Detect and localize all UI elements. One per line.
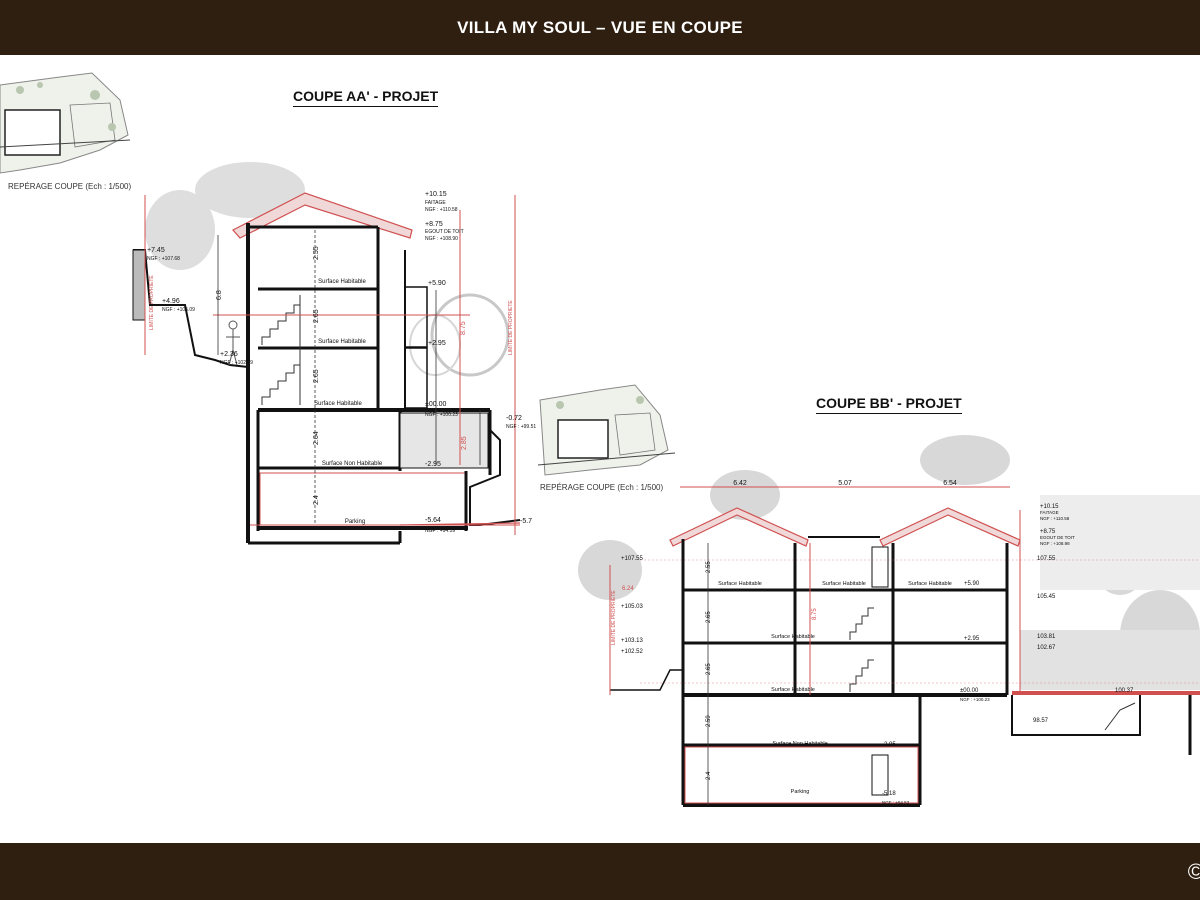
aa-level-000-ngf: NGF : +100.23 (425, 412, 458, 418)
bb-left-10313: +103.13 (621, 638, 644, 644)
bb-dim-255: 2.55 (706, 561, 712, 573)
architectural-drawing: COUPE AA' - PROJET COUPE BB' - PROJET RE… (0, 55, 1200, 843)
aa-limit-right: LIMITE DE PROPRIETE (508, 300, 514, 355)
aa-room-nonhab: Surface Non Habitable (322, 461, 383, 467)
aa-dim-875: 8.75 (460, 321, 467, 335)
bb-dim-624: 6.24 (622, 586, 634, 592)
footer-bar: © (0, 843, 1200, 900)
site-plan-aa (0, 72, 131, 174)
aa-dim-285: 2.85 (461, 436, 468, 450)
aa-left-level-745: +7.45 (147, 247, 165, 254)
aa-level-ridge-sub: FAITAGE (425, 200, 446, 206)
bb-level-000-ngf: NGF : +100.23 (960, 697, 990, 702)
aa-dim-24: 2.4 (313, 495, 320, 505)
bb-level-590: +5.90 (964, 581, 980, 587)
section-aa-stairs (261, 295, 301, 405)
bb-right-10755: 107.55 (1037, 556, 1056, 562)
bb-room-hab-center-3: Surface Habitable (822, 581, 866, 587)
bb-room-hab-left: Surface Habitable (718, 581, 762, 587)
bb-dim-259: 2.59 (706, 715, 712, 727)
bb-dim-875: 8.75 (812, 608, 818, 620)
aa-room-hab-3: Surface Habitable (318, 279, 366, 285)
bb-room-parking: Parking (791, 789, 810, 795)
bb-level-ridge: +10.15 (1040, 504, 1059, 510)
aa-dim-265b: 2.65 (313, 369, 320, 383)
bb-limit-left: LIMITE DE PROPRIETE (611, 590, 617, 645)
bb-dim-24: 2.4 (706, 771, 712, 780)
aa-room-parking: Parking (345, 519, 365, 525)
bb-top-dim-a: 6.42 (733, 480, 747, 487)
bb-level-ridge-sub: FAITAGE (1040, 510, 1059, 515)
section-aa: +10.15 FAITAGE NGF : +110.58 +8.75 EGOUT… (132, 162, 536, 545)
aa-level-ridge: +10.15 (425, 191, 447, 198)
page-title: VILLA MY SOUL – VUE EN COUPE (457, 18, 743, 37)
bb-level-eave: +8.75 (1040, 529, 1056, 535)
bb-level-eave-sub: EGOUT DE TOIT (1040, 535, 1075, 540)
aa-right-level-072: -0.72 (506, 415, 522, 422)
human-scale-figure (226, 320, 240, 366)
header-bar: VILLA MY SOUL – VUE EN COUPE (0, 0, 1200, 55)
bb-pool-bottom: 98.57 (1033, 718, 1049, 724)
footer-corner-glyph: © (1187, 859, 1200, 884)
bb-top-dim-c: 6.54 (943, 480, 957, 487)
bb-room-hab-center-1: Surface Habitable (771, 687, 815, 693)
section-bb-locator-label: REPÉRAGE COUPE (Ech : 1/500) (540, 483, 664, 492)
aa-level-eave: +8.75 (425, 221, 443, 228)
bb-left-10252: +102.52 (621, 649, 644, 655)
bb-level-000: ±00.00 (960, 688, 979, 694)
bb-level-295: +2.95 (964, 636, 980, 642)
aa-level-m295: -2.95 (425, 461, 441, 468)
aa-limit-left: LIMITE DE PROPRIETE (149, 275, 155, 330)
aa-left-level-236-ngf: NGF : +102.59 (220, 360, 253, 366)
bb-left-10503: +105.03 (621, 604, 644, 610)
aa-room-hab-2: Surface Habitable (318, 339, 366, 345)
section-bb-title: COUPE BB' - PROJET (816, 395, 962, 414)
aa-room-hab-1: Surface Habitable (314, 401, 362, 407)
aa-level-295: +2.95 (428, 340, 446, 347)
bb-right-10267: 102.67 (1037, 645, 1056, 651)
section-bb: 6.42 5.07 6.54 (578, 435, 1200, 807)
bb-top-dim-b: 5.07 (838, 480, 852, 487)
aa-level-ridge-ngf: NGF : +110.58 (425, 207, 458, 213)
aa-dim-255: 2.55 (313, 246, 320, 260)
aa-left-level-745-ngf: NGF : +107.68 (147, 256, 180, 262)
aa-dim-265a: 2.65 (313, 309, 320, 323)
bb-level-m295: -2.95 (882, 742, 896, 748)
bb-pool-top: 100.37 (1115, 688, 1134, 694)
bb-room-nonhab: Surface Non Habitable (772, 741, 827, 747)
drawing-canvas: +10.15 FAITAGE NGF : +110.58 +8.75 EGOUT… (0, 72, 1200, 807)
aa-left-level-496-ngf: NGF : +105.09 (162, 307, 195, 313)
bb-level-m518: -5.18 (882, 791, 896, 797)
aa-level-eave-ngf: NGF : +108.90 (425, 236, 458, 242)
bb-level-ridge-ngf: NGF : +110.58 (1040, 516, 1070, 521)
aa-right-level-072-ngf: NGF : +99.51 (506, 424, 536, 430)
bb-room-hab-center-2: Surface Habitable (771, 634, 815, 640)
section-bb-vegetation (578, 435, 1200, 690)
bb-level-eave-ngf: NGF : +108.98 (1040, 541, 1070, 546)
section-aa-title: COUPE AA' - PROJET (293, 88, 439, 107)
bb-left-10755: +107.55 (621, 556, 644, 562)
aa-level-m564-ngf: NGF : +94.59 (425, 528, 455, 534)
bb-dim-265b: 2.65 (706, 663, 712, 675)
bb-level-m518-ngf: NGF : +94.53 (882, 800, 910, 805)
aa-level-m564: -5.64 (425, 517, 441, 524)
section-aa-locator-label: REPÉRAGE COUPE (Ech : 1/500) (8, 182, 132, 191)
aa-left-level-236: +2.36 (220, 351, 238, 358)
site-plan-bb (537, 384, 676, 476)
aa-right-level-57: -5.7 (520, 518, 532, 525)
bb-right-10545: 105.45 (1037, 594, 1056, 600)
bb-right-10381: 103.81 (1037, 634, 1056, 640)
aa-dim-264: 2.64 (313, 431, 320, 445)
aa-level-eave-sub: EGOUT DE TOIT (425, 229, 464, 235)
bb-room-hab-right: Surface Habitable (908, 581, 952, 587)
section-bb-stairs (849, 546, 889, 796)
aa-dim-68: 6.8 (216, 290, 223, 300)
section-aa-vegetation (145, 162, 510, 377)
aa-level-590: +5.90 (428, 280, 446, 287)
aa-left-level-496: +4.96 (162, 298, 180, 305)
bb-dim-265a: 2.65 (706, 611, 712, 623)
aa-level-000: ±00.00 (425, 401, 446, 408)
